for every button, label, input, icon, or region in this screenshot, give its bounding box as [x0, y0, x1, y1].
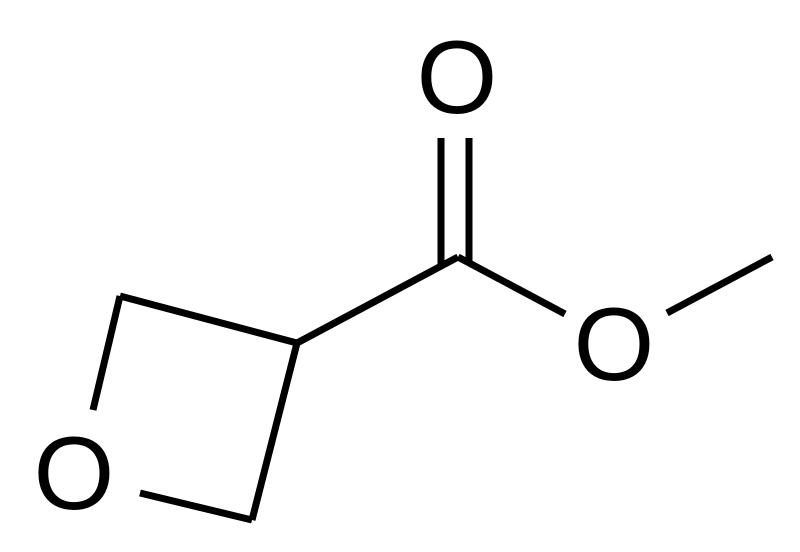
bond-ester-o-to-methyl: [665, 253, 774, 317]
bond-carbonyl-carbon-to-ester-o: [456, 253, 567, 318]
carbonyl-double-bond: [437, 138, 473, 264]
bond-c3-to-ch2-bottom: [248, 342, 301, 521]
carbonyl-oxygen-label: O: [417, 20, 498, 136]
ring-oxygen-label: O: [34, 416, 115, 532]
bond-ring-o-to-ch2-top: [89, 295, 124, 411]
bond-ch2-top-to-c3: [119, 292, 298, 347]
bond-c3-to-carbonyl-carbon: [295, 253, 460, 347]
oxetane-ring: [89, 292, 301, 524]
ester-oxygen-label: O: [574, 287, 655, 403]
bond-ch2-bottom-to-ring-o: [139, 489, 253, 524]
